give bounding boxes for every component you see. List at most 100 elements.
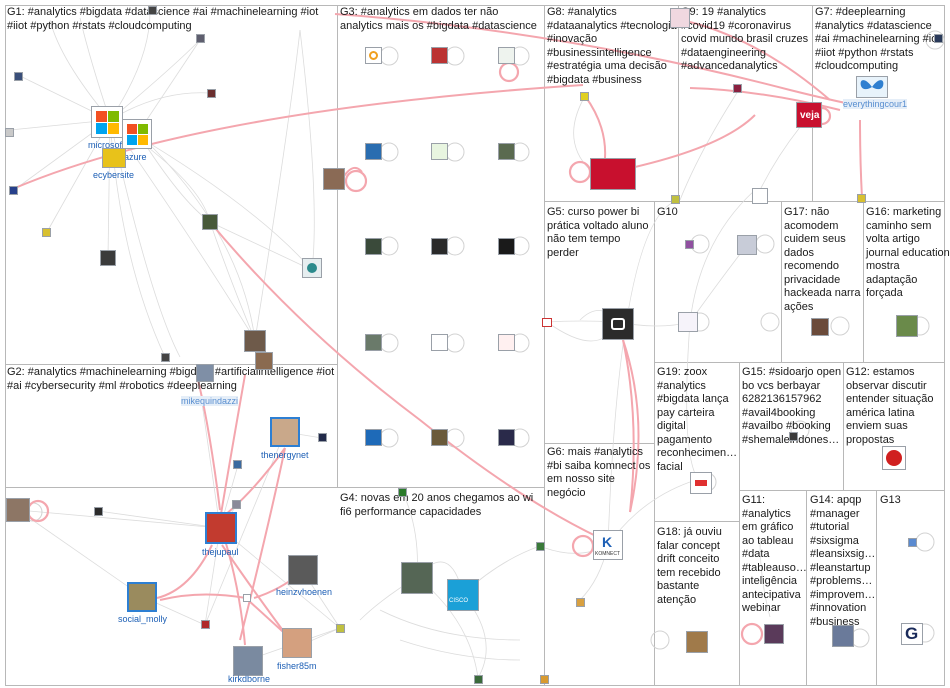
user-avatar[interactable] [207,89,216,98]
user-avatar[interactable] [536,542,545,551]
user-avatar[interactable] [590,158,636,190]
social-molly-avatar[interactable] [127,582,157,612]
user-avatar[interactable] [685,240,694,249]
user-avatar[interactable] [540,675,549,684]
user-avatar[interactable] [365,47,382,64]
user-avatar[interactable] [5,128,14,137]
user-avatar[interactable] [686,631,708,653]
user-avatar[interactable] [398,488,407,497]
user-avatar[interactable] [934,34,943,43]
user-avatar[interactable] [576,598,585,607]
node-label-thejupaul: thejupaul [202,547,239,557]
user-avatar[interactable] [857,194,866,203]
user-avatar[interactable] [882,446,906,470]
user-avatar[interactable] [602,308,634,340]
user-avatar[interactable] [9,186,18,195]
user-avatar[interactable] [148,6,157,15]
user-avatar[interactable] [365,429,382,446]
user-avatar[interactable] [431,334,448,351]
user-avatar[interactable] [232,500,241,509]
user-avatar[interactable] [365,143,382,160]
user-avatar[interactable] [42,228,51,237]
user-avatar[interactable] [255,352,273,370]
user-avatar[interactable] [202,214,218,230]
ecybersite-avatar[interactable] [102,148,126,168]
gray-edges [10,12,314,357]
user-avatar[interactable] [323,168,345,190]
user-avatar[interactable] [498,143,515,160]
user-avatar[interactable] [201,620,210,629]
group-label-g13: G13 [880,494,940,508]
user-avatar[interactable] [832,625,854,647]
node-label-fisher85m: fisher85m [277,661,317,671]
thenergynet-avatar[interactable] [270,417,300,447]
user-avatar[interactable] [690,472,712,494]
user-avatar[interactable] [670,8,690,28]
user-avatar[interactable] [244,330,266,352]
user-avatar[interactable] [752,188,768,204]
user-avatar[interactable] [14,72,23,81]
user-avatar[interactable] [580,92,589,101]
kirkdborne-avatar[interactable] [233,646,263,676]
group-label-g6: G6: mais #analytics #bi saiba komnect os… [547,446,653,500]
node-label-social-molly: social_molly [118,614,167,624]
node-label-azure: azure [124,152,147,162]
group-label-g19: G19: zoox #analytics #bigdata lança pay … [657,366,739,474]
user-avatar[interactable] [100,250,116,266]
group-label-g11: G11: #analytics em gráfico ao tableau #d… [742,494,806,616]
veja-logo-icon[interactable]: veja [796,102,822,128]
butterfly-icon[interactable] [856,76,888,98]
group-label-g2: G2: #analytics #machinelearning #bigdata… [7,366,335,393]
user-avatar[interactable] [498,429,515,446]
user-avatar[interactable] [498,334,515,351]
user-avatar[interactable] [431,47,448,64]
user-avatar[interactable] [233,460,242,469]
cisco-logo-icon[interactable]: CISCO [447,579,479,611]
user-avatar[interactable] [431,143,448,160]
user-avatar[interactable] [161,353,170,362]
user-avatar[interactable] [431,238,448,255]
group-label-g16: G16: marketing caminho sem volta artigo … [866,206,950,301]
group-label-g17: G17: não acomodem cuidem seus dados reco… [784,206,862,314]
user-avatar[interactable] [302,258,322,278]
user-avatar[interactable] [365,238,382,255]
user-avatar[interactable] [318,433,327,442]
group-label-g10: G10 [657,206,777,220]
user-avatar[interactable] [431,429,448,446]
user-avatar[interactable] [401,562,433,594]
user-avatar[interactable] [896,315,918,337]
thejupaul-avatar[interactable] [205,512,237,544]
group-label-g18: G18: já ouviu falar concept drift concei… [657,526,737,607]
microsoft-logo-icon[interactable] [122,119,152,149]
heinzvhoenen-avatar[interactable] [288,555,318,585]
user-avatar[interactable] [542,318,552,327]
cisco-logo-text: CISCO [449,598,468,604]
mikequindazzi-avatar[interactable] [196,364,214,382]
microsoft-logo-icon[interactable] [91,106,123,138]
user-avatar[interactable] [243,594,251,602]
user-avatar[interactable] [336,624,345,633]
user-avatar[interactable] [498,238,515,255]
user-avatar[interactable] [474,675,483,684]
user-avatar[interactable] [789,432,798,441]
node-label-heinzvhoenen: heinzvhoenen [276,587,332,597]
user-avatar[interactable] [737,235,757,255]
user-avatar[interactable] [671,195,680,204]
fisher85m-avatar[interactable] [282,628,312,658]
user-avatar[interactable] [764,624,784,644]
user-avatar[interactable] [678,312,698,332]
user-avatar[interactable] [196,34,205,43]
google-g-icon[interactable]: G [901,623,923,645]
user-avatar[interactable] [908,538,917,547]
user-avatar[interactable] [6,498,30,522]
komnect-logo-icon[interactable]: K KOMNECT [593,530,623,560]
group-label-g14: G14: apqp #manager #tutorial #sixsigma #… [810,494,876,629]
user-avatar[interactable] [811,318,829,336]
user-avatar[interactable] [365,334,382,351]
user-avatar[interactable] [498,47,515,64]
user-avatar[interactable] [733,84,742,93]
group-label-g4: G4: novas em 20 anos chegamos ao wi fi6 … [340,492,542,519]
group-label-g3: G3: #analytics em dados ter não analytic… [340,6,542,33]
user-avatar[interactable] [94,507,103,516]
group-label-g8: G8: #analytics #dataanalytics #tecnologi… [547,6,677,87]
